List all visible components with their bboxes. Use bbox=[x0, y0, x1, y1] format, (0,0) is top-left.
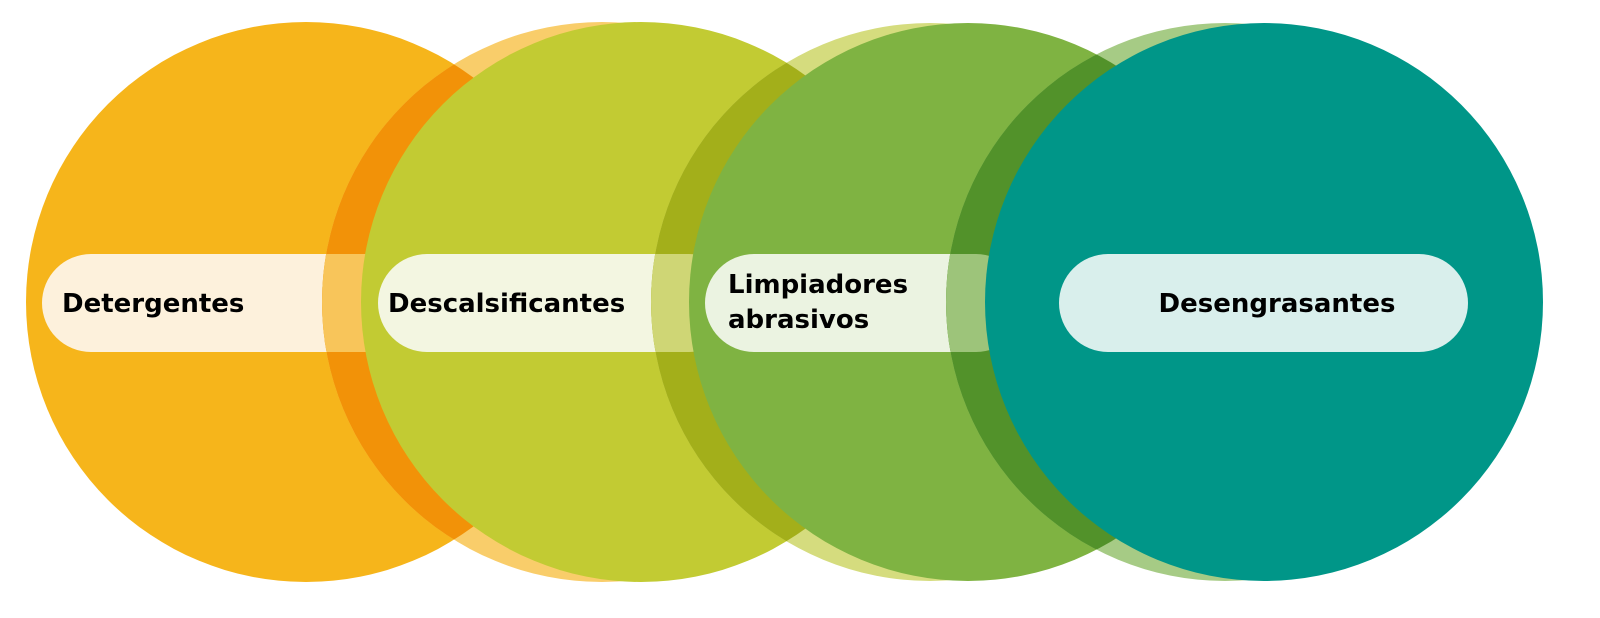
label-descalsificantes: Descalsificantes bbox=[388, 289, 625, 319]
pill-descalsificantes bbox=[378, 254, 738, 352]
label-abrasivos: abrasivos bbox=[728, 305, 869, 335]
label-desengrasantes: Desengrasantes bbox=[1159, 289, 1396, 319]
label-limpiadores: Limpiadores bbox=[728, 270, 908, 300]
label-detergentes: Detergentes bbox=[62, 289, 244, 319]
pill-limpiadores-abrasivos bbox=[705, 254, 1025, 352]
pill-desengrasantes bbox=[1059, 254, 1468, 352]
